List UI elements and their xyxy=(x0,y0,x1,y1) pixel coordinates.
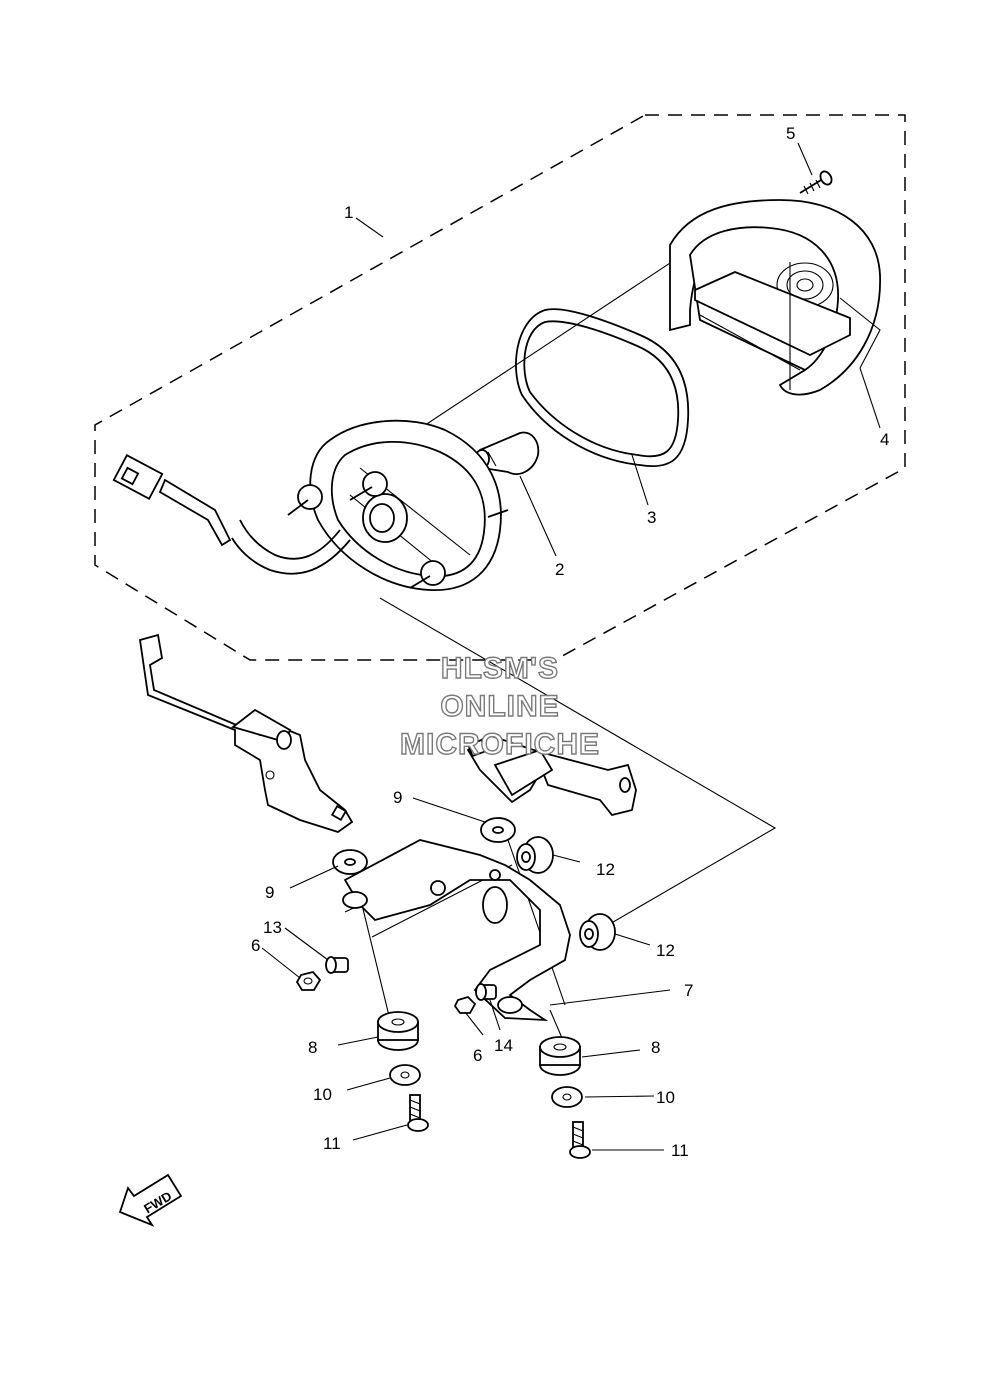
callout-8-right: 8 xyxy=(651,1038,660,1057)
callout-6-center: 6 xyxy=(473,1046,482,1065)
collar-part-14 xyxy=(475,983,497,1001)
watermark-line-3: MICROFICHE xyxy=(400,728,600,761)
gasket-part-3 xyxy=(515,308,690,467)
watermark-line-1: HLSM'S xyxy=(441,652,559,685)
mount-part-8-left xyxy=(377,1011,419,1051)
watermark: HLSM'S ONLINE MICROFICHE xyxy=(399,651,600,761)
nut-part-6-left xyxy=(295,970,322,991)
guide-line xyxy=(379,597,777,926)
bolt-part-11-left xyxy=(407,1094,429,1132)
mount-part-8-right xyxy=(539,1036,581,1076)
callout-8-left: 8 xyxy=(308,1038,317,1057)
stay-bracket-left xyxy=(138,633,354,833)
callout-7: 7 xyxy=(684,981,693,1000)
lens-part-4 xyxy=(669,199,881,396)
leader-lines xyxy=(261,142,881,1151)
damper-part-12-upper xyxy=(516,836,554,874)
watermark-line-2: ONLINE xyxy=(440,690,559,723)
callout-4: 4 xyxy=(880,430,889,449)
callout-6-left: 6 xyxy=(251,936,260,955)
washer-part-10-right xyxy=(551,1086,583,1108)
callout-2: 2 xyxy=(555,560,564,579)
forward-arrow-icon: FWD xyxy=(118,1173,183,1227)
washer-part-10-left xyxy=(389,1064,421,1086)
callout-10-left: 10 xyxy=(313,1085,332,1104)
grommet-part-9-lower xyxy=(332,849,368,875)
nut-part-6-center xyxy=(453,995,477,1014)
tail-light-housing-part-1 xyxy=(112,419,509,591)
callout-14: 14 xyxy=(494,1036,513,1055)
callout-12-upper: 12 xyxy=(596,860,615,879)
callout-9-lower: 9 xyxy=(265,883,274,902)
callout-12-lower: 12 xyxy=(656,941,675,960)
bracket-part-7 xyxy=(342,839,571,1022)
grommet-part-9-upper xyxy=(480,817,516,843)
callout-11-left: 11 xyxy=(323,1134,341,1153)
guide-line xyxy=(507,839,566,1006)
screw-part-5 xyxy=(799,170,833,195)
callout-13: 13 xyxy=(263,918,282,937)
callout-3: 3 xyxy=(647,508,656,527)
stay-bracket-right xyxy=(466,733,637,817)
bolt-part-11-right xyxy=(569,1121,591,1159)
callout-11-right: 11 xyxy=(671,1141,689,1160)
callout-1: 1 xyxy=(344,203,353,222)
callout-5: 5 xyxy=(786,124,795,143)
damper-part-12-lower xyxy=(579,913,616,951)
collar-part-13 xyxy=(325,956,349,974)
guide-line xyxy=(394,229,721,446)
callout-9-upper: 9 xyxy=(393,788,402,807)
callout-10-right: 10 xyxy=(656,1088,675,1107)
assembly-boundary xyxy=(94,114,906,661)
